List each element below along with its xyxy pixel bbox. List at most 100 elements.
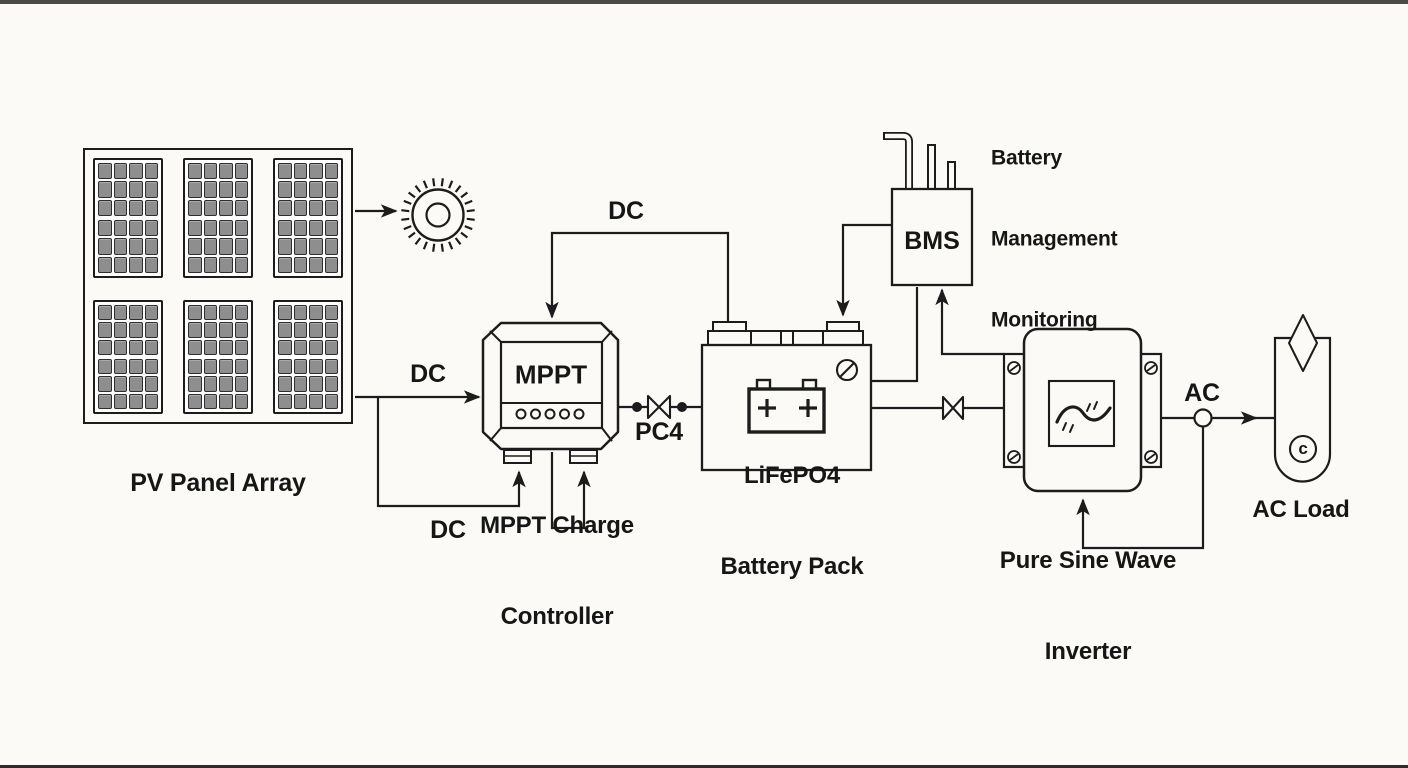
pv-cell bbox=[309, 256, 323, 273]
pv-cell bbox=[98, 199, 112, 216]
pv-cell bbox=[293, 163, 307, 180]
pv-cell bbox=[98, 163, 112, 180]
pv-cell bbox=[293, 199, 307, 216]
pv-cell bbox=[309, 220, 323, 237]
pv-cell bbox=[129, 305, 143, 321]
wire-ac-feedback-loop bbox=[1076, 427, 1205, 550]
pv-cell bbox=[144, 181, 158, 198]
pv-cell bbox=[203, 393, 217, 409]
pv-cell bbox=[309, 199, 323, 216]
pv-cell bbox=[144, 256, 158, 273]
pv-cell bbox=[188, 393, 202, 409]
battery-icon bbox=[747, 378, 826, 434]
bms-caption: Battery Management Monitoring bbox=[991, 91, 1118, 388]
pv-cell bbox=[203, 238, 217, 255]
sun-icon bbox=[401, 178, 475, 252]
pv-cell bbox=[129, 376, 143, 392]
pv-cell bbox=[129, 322, 143, 338]
bms-pipe-bent-inner bbox=[884, 133, 912, 190]
pv-panel-half bbox=[188, 220, 248, 273]
pv-cell bbox=[324, 393, 338, 409]
bms-pipe-bent-outer bbox=[884, 132, 913, 190]
diamond-icon bbox=[1288, 314, 1318, 372]
pv-cell bbox=[219, 256, 233, 273]
bms-box bbox=[890, 187, 974, 287]
pv-cell bbox=[324, 359, 338, 375]
pv-cell bbox=[203, 322, 217, 338]
pv-cell bbox=[278, 199, 292, 216]
pv-cell bbox=[129, 256, 143, 273]
pv-cell bbox=[203, 256, 217, 273]
battery-terminal-3 bbox=[792, 330, 824, 346]
ac-load-caption: AC Load bbox=[1252, 495, 1350, 523]
pv-cell bbox=[98, 322, 112, 338]
pv-cell bbox=[98, 339, 112, 355]
pv-cell bbox=[309, 376, 323, 392]
pv-cell bbox=[234, 339, 248, 355]
bms-pipe-2 bbox=[927, 144, 936, 191]
pv-cell bbox=[98, 393, 112, 409]
wire-mppt-battery-dc-top bbox=[545, 231, 730, 324]
pv-cell bbox=[309, 339, 323, 355]
pc4-label: PC4 bbox=[634, 418, 684, 447]
pv-cell bbox=[98, 256, 112, 273]
battery-icon-body bbox=[747, 387, 826, 434]
pv-cell bbox=[98, 181, 112, 198]
pv-cell bbox=[113, 181, 127, 198]
pv-panel-half bbox=[278, 220, 338, 273]
pv-panel-half bbox=[278, 163, 338, 216]
pv-cell bbox=[203, 181, 217, 198]
pv-cell bbox=[278, 339, 292, 355]
pv-panel bbox=[183, 300, 253, 414]
wire-mppt-bottom-loop bbox=[550, 452, 591, 530]
pv-cell bbox=[129, 238, 143, 255]
pv-panel-half bbox=[278, 305, 338, 355]
pv-cell bbox=[188, 376, 202, 392]
junction-dot bbox=[677, 402, 687, 412]
pv-cell bbox=[324, 238, 338, 255]
inverter-unit bbox=[1002, 327, 1163, 493]
pv-cell bbox=[219, 220, 233, 237]
pv-cell bbox=[324, 199, 338, 216]
junction-dot bbox=[632, 402, 642, 412]
pv-cell bbox=[234, 181, 248, 198]
caption-line: Monitoring bbox=[991, 308, 1098, 332]
pv-cell bbox=[144, 376, 158, 392]
dc-label-top: DC bbox=[608, 197, 644, 226]
pv-cell bbox=[309, 163, 323, 180]
battery-caption: LiFePO4 Battery Pack bbox=[720, 400, 863, 644]
top-border-line bbox=[0, 0, 1408, 4]
pv-cell bbox=[219, 376, 233, 392]
pv-cell bbox=[188, 256, 202, 273]
pv-panel-half bbox=[188, 163, 248, 216]
pv-cell bbox=[324, 376, 338, 392]
pv-panel bbox=[93, 158, 163, 278]
pv-cell bbox=[234, 199, 248, 216]
pv-panel-half bbox=[188, 305, 248, 355]
pv-cell bbox=[293, 256, 307, 273]
pv-cell bbox=[188, 322, 202, 338]
pv-cell bbox=[203, 163, 217, 180]
pv-cell bbox=[293, 322, 307, 338]
pv-cell bbox=[203, 305, 217, 321]
pv-cell bbox=[113, 376, 127, 392]
pv-cell bbox=[144, 322, 158, 338]
pv-cell bbox=[144, 359, 158, 375]
pv-cell bbox=[129, 199, 143, 216]
valve-icon bbox=[941, 395, 965, 421]
pv-cell bbox=[293, 359, 307, 375]
mppt-bevel-tr bbox=[601, 330, 613, 343]
pv-cell bbox=[203, 199, 217, 216]
pv-cell bbox=[219, 393, 233, 409]
battery-lid bbox=[707, 330, 864, 346]
bms-wire-pipes bbox=[883, 132, 956, 191]
pv-cell bbox=[309, 181, 323, 198]
caption-line: Management bbox=[991, 227, 1118, 251]
mppt-face-plate bbox=[499, 340, 604, 430]
pv-cell bbox=[293, 393, 307, 409]
pv-cell bbox=[98, 359, 112, 375]
pv-cell bbox=[309, 322, 323, 338]
pv-cell bbox=[309, 238, 323, 255]
battery-body bbox=[700, 343, 873, 472]
led-dot bbox=[544, 408, 556, 420]
